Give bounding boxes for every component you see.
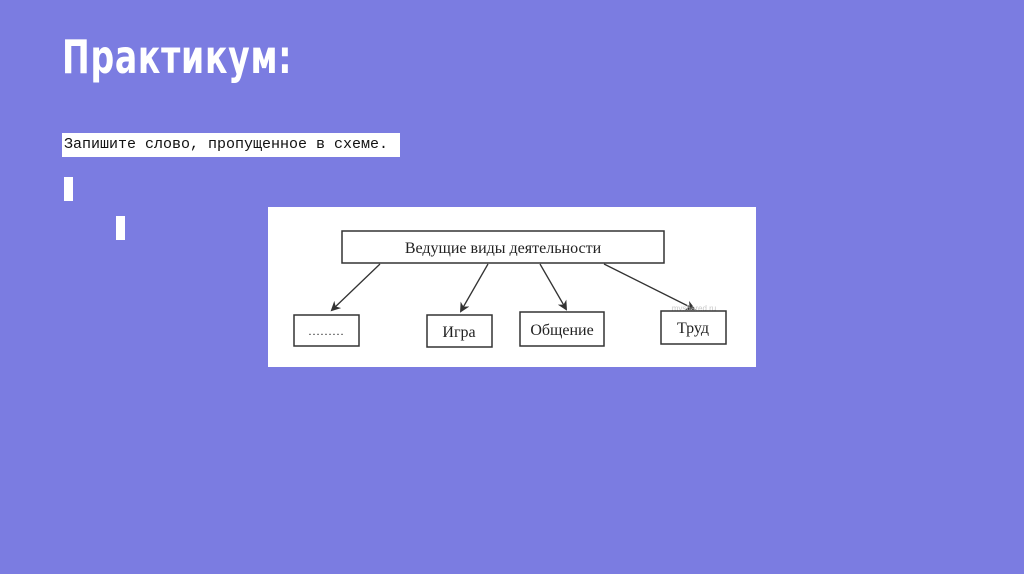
bullet-marker (116, 216, 125, 240)
obshchenie-box (519, 311, 605, 347)
slide-title: Практикум: (62, 30, 293, 84)
arrow-to-missing (330, 263, 381, 312)
scheme-svg: Ведущие виды деятельности ……… Игра Общен… (293, 230, 727, 348)
arrow-to-trud (603, 263, 696, 310)
igra-box (426, 314, 493, 348)
missing-label: ……… (308, 324, 344, 338)
missing-box (293, 314, 360, 347)
arrow-to-igra (460, 263, 489, 313)
task-instruction: Запишите слово, пропущенное в схеме. (62, 133, 401, 157)
trud-box (660, 310, 727, 345)
watermark-text: myshared.ru (672, 304, 716, 313)
obshchenie-label: Общение (530, 322, 593, 339)
trud-label: Труд (677, 320, 709, 337)
scheme-diagram: Ведущие виды деятельности ……… Игра Общен… (268, 207, 756, 367)
arrow-to-obshchenie (539, 263, 568, 311)
root-box (341, 230, 665, 264)
root-label: Ведущие виды деятельности (405, 240, 602, 257)
igra-label: Игра (442, 324, 475, 341)
bullet-marker (64, 177, 73, 201)
